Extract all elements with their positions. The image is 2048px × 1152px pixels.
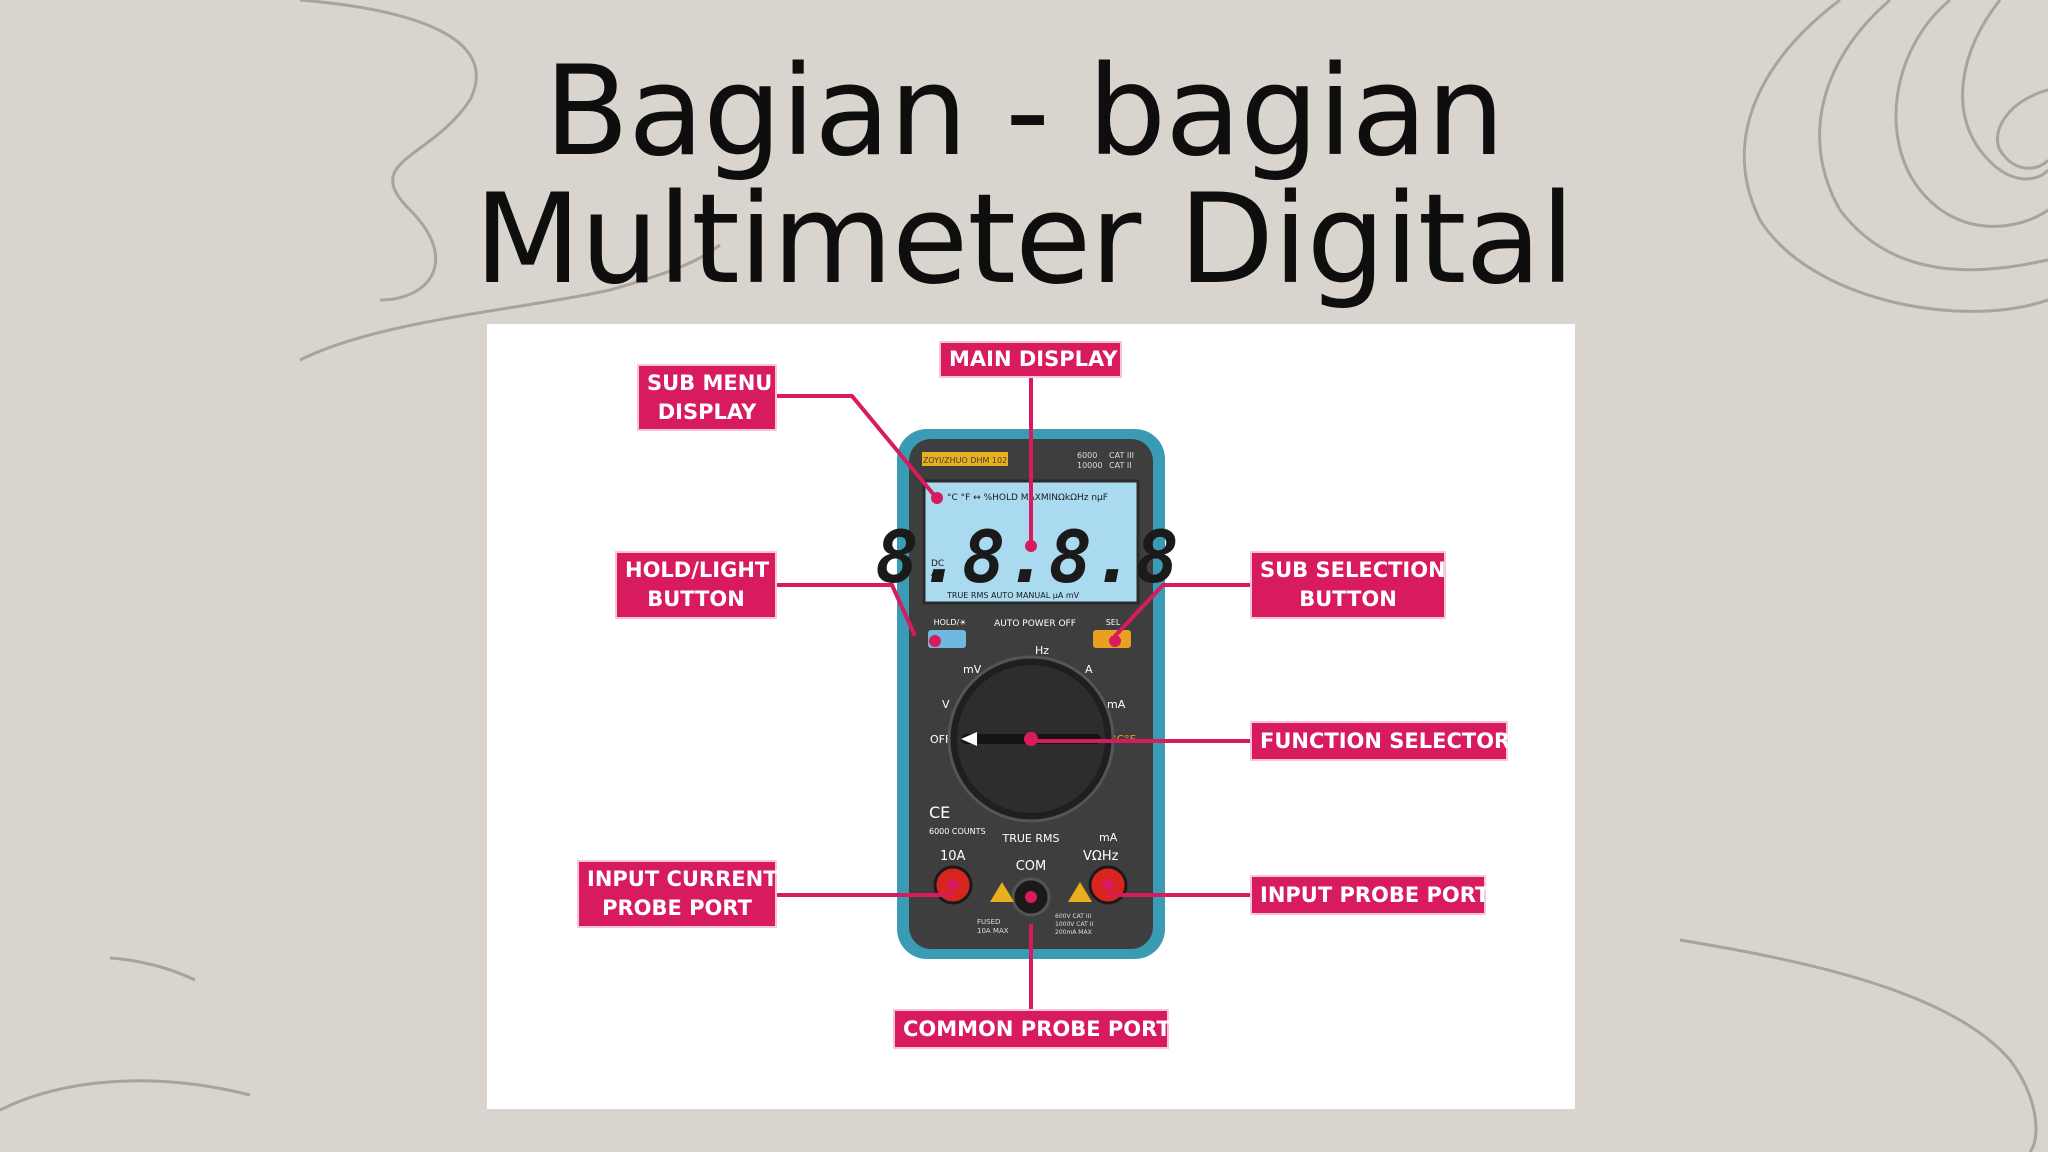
lcd-top-icons: °C °F ↔ %HOLD MAXMINΩkΩHz nμF xyxy=(947,493,1108,503)
port-label-ma: mA xyxy=(1099,831,1118,844)
fused-label-1: FUSED xyxy=(977,918,1000,926)
hold-key-label: HOLD/☀ xyxy=(934,618,967,627)
callout-leaders xyxy=(774,376,1251,1024)
dial-label-mv: mV xyxy=(963,663,982,676)
callout-hold-light-button: HOLD/LIGHT BUTTON xyxy=(615,551,777,619)
dial-label-off: OFF xyxy=(930,733,951,746)
dial-label-v: V xyxy=(942,698,950,711)
lcd-bottom-labels: TRUE RMS AUTO MANUAL μA mV xyxy=(946,591,1080,600)
cat-label-1: CAT III xyxy=(1109,451,1134,460)
fused-label-2: 10A MAX xyxy=(977,927,1009,935)
multimeter-illustration: ZOYI/ZHUO DHM 102 6000 10000 CAT III CAT… xyxy=(774,376,1251,1024)
function-selector-label: FUNCTION SELECTOR xyxy=(1260,728,1511,753)
sub-selection-line-1: SUB SELECTION xyxy=(1260,558,1446,582)
port-label-10a: 10A xyxy=(940,849,966,864)
counts-label: 6000 COUNTS xyxy=(929,827,986,836)
main-display-label: MAIN DISPLAY xyxy=(949,347,1118,371)
warning-triangle-right xyxy=(1068,882,1092,902)
multimeter-diagram: ZOYI/ZHUO DHM 102 6000 10000 CAT III CAT… xyxy=(487,324,1575,1109)
title-line-2: Multimeter Digital xyxy=(474,168,1575,312)
dot-sub-selection xyxy=(1109,635,1121,647)
count-label-2: 10000 xyxy=(1077,461,1102,470)
callout-sub-menu-display: SUB MENU DISPLAY xyxy=(637,364,777,431)
cat-small-1: 600V CAT III xyxy=(1055,913,1091,920)
leader-hold-light xyxy=(774,583,917,637)
callout-input-probe-port: INPUT PROBE PORT xyxy=(1250,875,1490,915)
dot-common-probe xyxy=(1025,891,1037,903)
sub-menu-line-2: DISPLAY xyxy=(657,399,757,424)
callout-function-selector: FUNCTION SELECTOR xyxy=(1250,721,1511,761)
port-label-com: COM xyxy=(1016,859,1047,874)
leader-sub-menu xyxy=(774,394,936,497)
dot-sub-menu xyxy=(931,492,943,504)
cat-small-2: 1000V CAT II xyxy=(1055,921,1093,928)
true-rms-label: TRUE RMS xyxy=(1002,832,1060,845)
input-probe-label: INPUT PROBE PORT xyxy=(1260,882,1490,907)
brand-text: ZOYI/ZHUO DHM 102 xyxy=(923,456,1007,465)
slide-title: Bagian - bagian Multimeter Digital xyxy=(0,48,2048,304)
lcd-side-ac: AC xyxy=(931,569,943,579)
callout-input-current-probe-port: INPUT CURRENT PROBE PORT xyxy=(577,860,778,928)
input-current-line-2: PROBE PORT xyxy=(602,896,752,920)
sub-selection-line-2: BUTTON xyxy=(1299,587,1397,611)
sub-menu-line-1: SUB MENU xyxy=(647,370,773,395)
lcd-digits: 8.8.8.8 xyxy=(875,515,1178,599)
ce-mark: CE xyxy=(929,803,950,822)
dot-input-probe xyxy=(1102,879,1114,891)
cat-small-3: 200mA MAX xyxy=(1055,929,1092,936)
count-label-1: 6000 xyxy=(1077,451,1097,460)
cat-label-2: CAT II xyxy=(1109,461,1132,470)
input-current-line-1: INPUT CURRENT xyxy=(587,867,778,891)
common-probe-label: COMMON PROBE PORT xyxy=(903,1016,1171,1041)
hold-light-line-1: HOLD/LIGHT xyxy=(625,558,770,582)
title-line-1: Bagian - bagian xyxy=(544,40,1505,184)
callout-common-probe-port: COMMON PROBE PORT xyxy=(893,1009,1171,1049)
dial-arrow xyxy=(961,732,977,746)
warning-triangle-left xyxy=(990,882,1014,902)
brand-plate xyxy=(922,452,1008,466)
dot-hold-light xyxy=(929,635,941,647)
auto-power-off-label: AUTO POWER OFF xyxy=(994,619,1076,629)
leader-sub-selection xyxy=(1113,583,1251,638)
callout-main-display: MAIN DISPLAY xyxy=(939,341,1122,378)
port-label-v: VΩHz xyxy=(1083,849,1119,864)
callout-dots xyxy=(929,492,1121,903)
hold-light-line-2: BUTTON xyxy=(647,587,745,611)
lcd-side-dc: DC xyxy=(931,559,944,569)
dot-main-display xyxy=(1025,540,1037,552)
callout-sub-selection-button: SUB SELECTION BUTTON xyxy=(1250,551,1446,619)
dial-label-hz: Hz xyxy=(1035,644,1049,657)
sel-key-label: SEL xyxy=(1106,618,1121,627)
dot-input-current xyxy=(947,879,959,891)
dial-label-ma: mA xyxy=(1107,698,1126,711)
dial-label-a: A xyxy=(1085,663,1093,676)
